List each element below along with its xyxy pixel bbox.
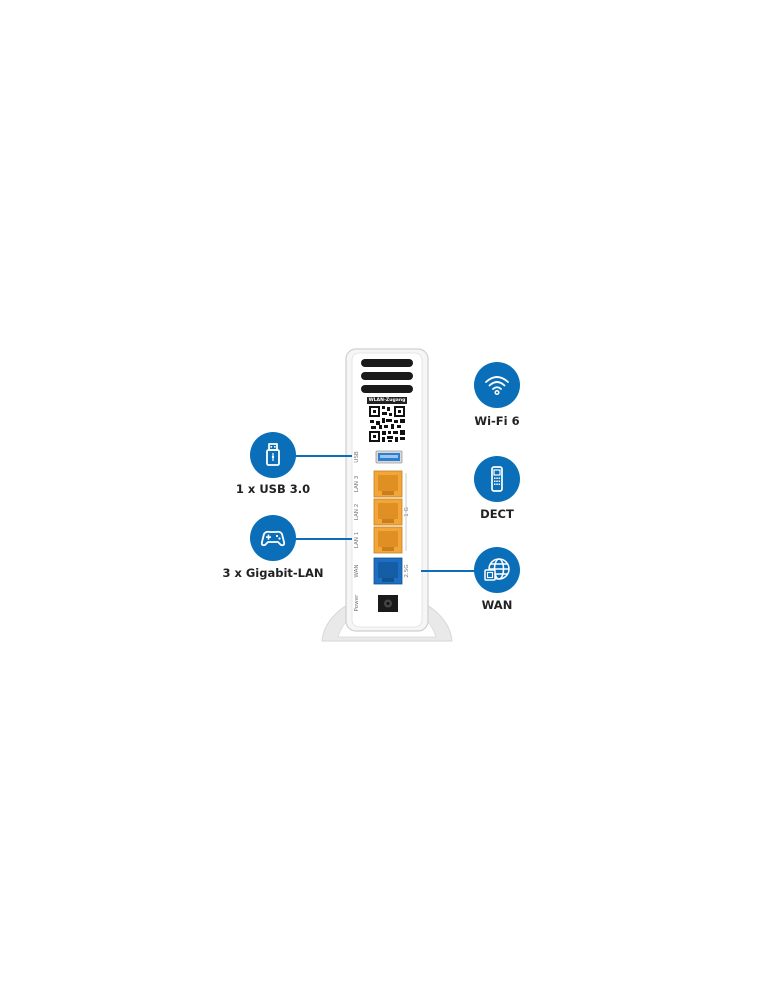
feature-label-wan: WAN [481,598,513,612]
feature-label-lan: 3 x Gigabit-LAN [222,566,324,580]
qr-code [368,405,406,443]
port-label-lan2: LAN 2 [354,503,360,521]
router-device: WLAN-Zugang USB LAN 3 LAN 2 LAN 1 1 G WA… [316,345,458,645]
feature-label-usb: 1 x USB 3.0 [235,482,311,496]
port-label-lan1: LAN 1 [354,531,360,549]
port-label-wan: WAN [354,564,360,578]
lan-ports [373,470,407,554]
gamepad-icon [250,515,296,561]
connector-lan [278,538,352,540]
feature-label-wifi: Wi-Fi 6 [474,414,520,428]
port-label-power: Power [354,594,360,612]
router-drawing [321,348,453,642]
wifi-icon [474,362,520,408]
connector-usb [278,455,352,457]
port-label-lan-speed: 1 G [404,507,410,517]
qr-caption: WLAN-Zugang [368,398,406,403]
usb-stick-icon [250,432,296,478]
port-label-wan-speed: 2.5G [404,564,410,578]
connector-wan [421,570,496,572]
port-label-lan3: LAN 3 [354,475,360,493]
globe-network-icon [474,547,520,593]
feature-label-dect: DECT [480,507,514,521]
cordless-phone-icon [474,456,520,502]
port-label-usb: USB [354,451,360,463]
